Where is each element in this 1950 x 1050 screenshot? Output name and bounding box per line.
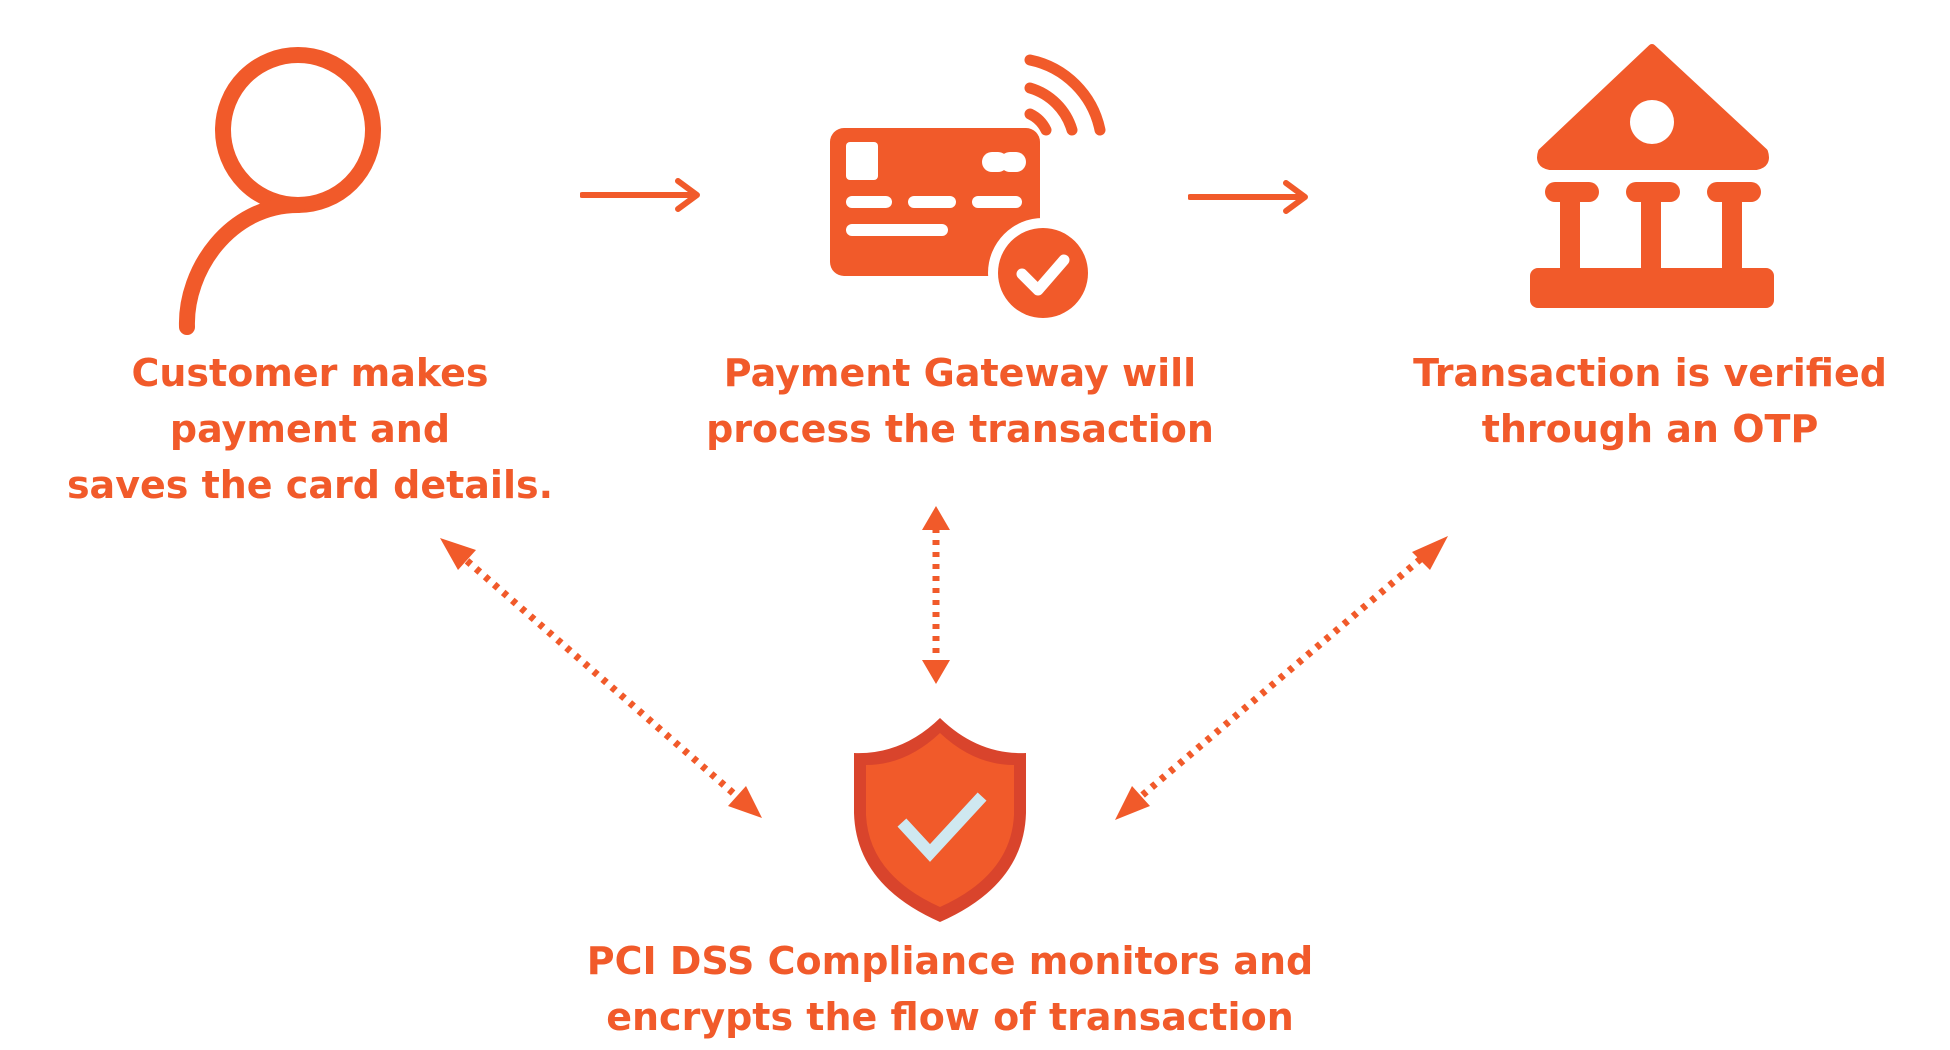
arrow-gateway-to-bank [1188,180,1308,214]
person-icon [178,47,381,335]
bank-label-line: through an OTP [1481,407,1819,451]
arrow-customer-to-gateway [580,178,700,212]
compliance-label: PCI DSS Compliance monitors and encrypts… [560,933,1340,1045]
bank-label-line: Transaction is verified [1413,351,1887,395]
gateway-label: Payment Gateway will process the transac… [700,345,1220,457]
card-payment-icon [830,54,1106,328]
gateway-label-line: process the transaction [706,407,1214,451]
customer-label-line: payment and [169,407,451,451]
bank-label: Transaction is verified through an OTP [1390,345,1910,457]
customer-label-line: saves the card details. [66,463,554,507]
bank-icon [1530,44,1774,308]
gateway-label-line: Payment Gateway will [723,351,1197,395]
compliance-label-line: encrypts the flow of transaction [606,995,1294,1039]
compliance-label-line: PCI DSS Compliance monitors and [586,939,1314,983]
customer-label: Customer makes payment and saves the car… [60,345,560,513]
customer-label-line: Customer makes [131,351,489,395]
shield-check-icon [854,718,1026,922]
